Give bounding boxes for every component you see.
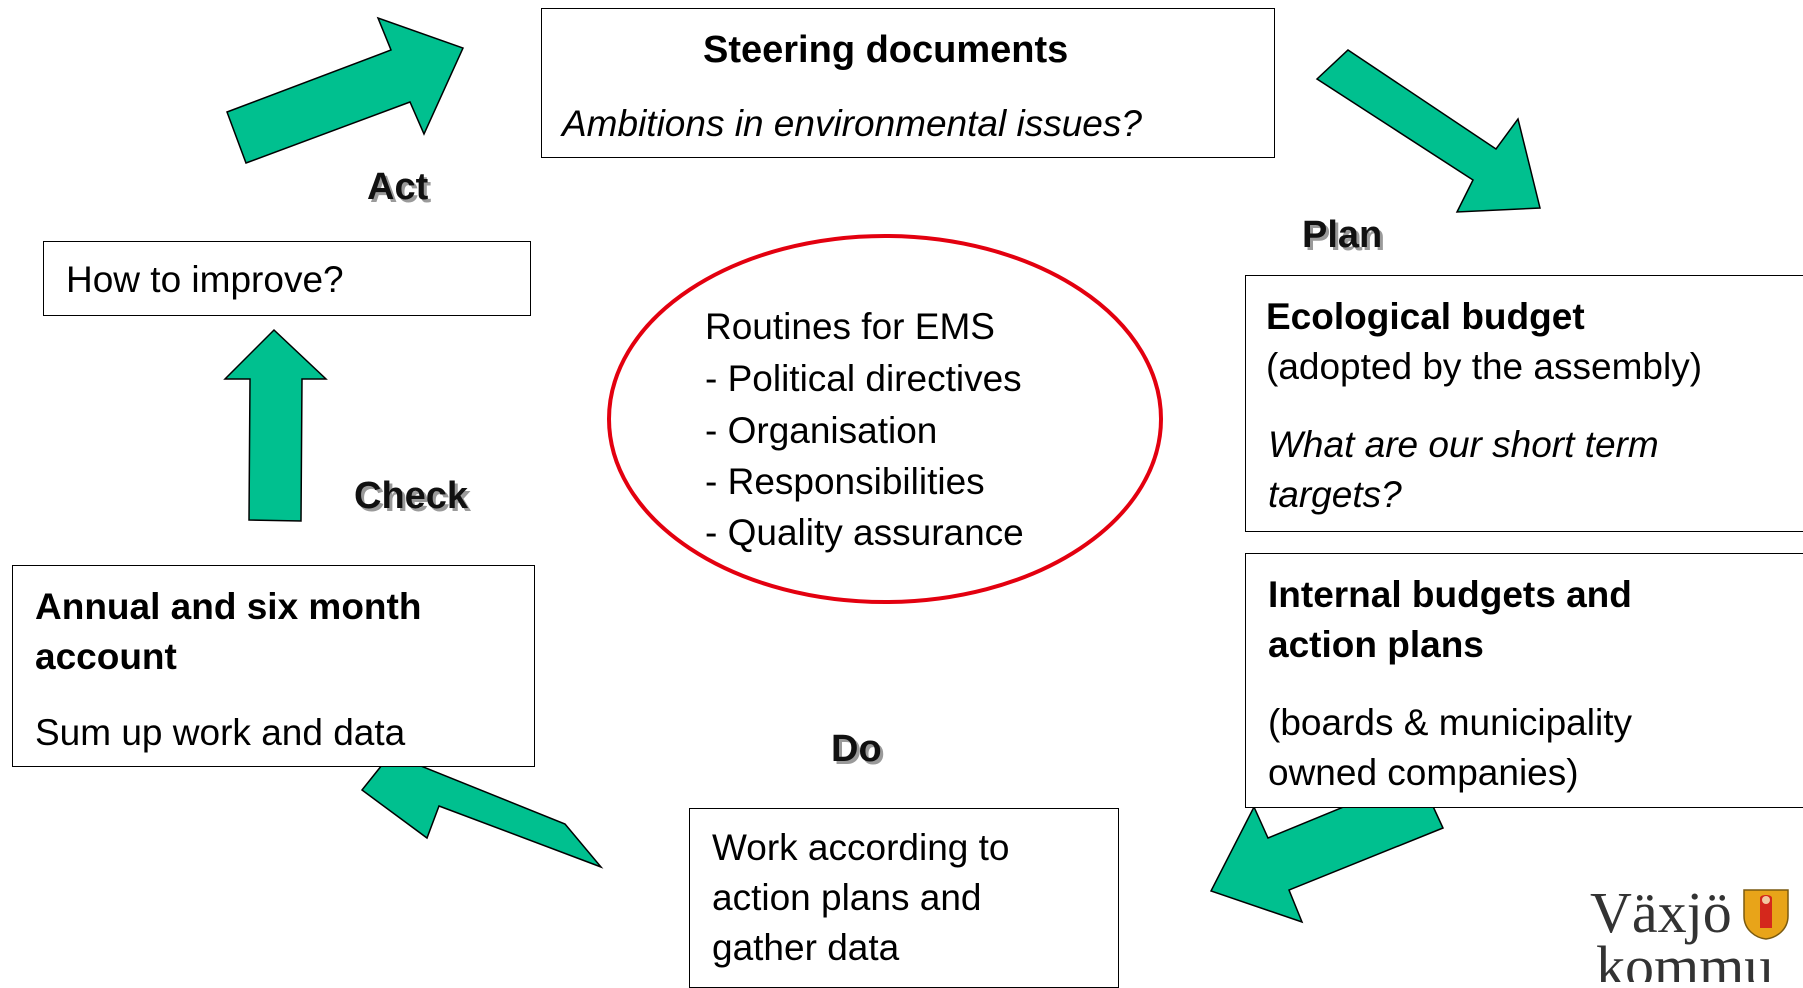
- phase-do-label: Do: [831, 728, 882, 770]
- center-title: Routines for EMS: [705, 306, 995, 347]
- phase-plan-label: Plan: [1302, 214, 1383, 256]
- steering-title: Steering documents: [703, 29, 1069, 71]
- ecological-title: Ecological budget: [1266, 296, 1585, 337]
- logo-line1: Växjö: [1590, 884, 1732, 945]
- ecological-budget-box: Ecological budget (adopted by the assemb…: [1245, 275, 1803, 532]
- center-item: - Political directives: [705, 358, 1022, 399]
- ecological-subtitle: (adopted by the assembly): [1266, 346, 1703, 387]
- phase-act-label: Act: [367, 166, 429, 208]
- annual-title-line1: Annual and six month: [35, 586, 422, 627]
- arrow-act-to-steering: [226, 16, 465, 164]
- annual-title-line2: account: [35, 636, 177, 677]
- annual-account-box: Annual and six month account Sum up work…: [12, 565, 535, 767]
- phase-check-label: Check: [354, 475, 469, 517]
- ellipse-shape: [607, 234, 1163, 604]
- center-item: - Responsibilities: [705, 461, 985, 502]
- work-line1: Work according to: [712, 827, 1010, 868]
- steering-documents-box: Steering documents Ambitions in environm…: [541, 8, 1275, 158]
- coat-of-arms-icon: [1743, 889, 1789, 940]
- center-item: - Quality assurance: [705, 512, 1024, 553]
- internal-title-line1: Internal budgets and: [1268, 574, 1632, 615]
- work-line3: gather data: [712, 927, 900, 968]
- annual-text: Sum up work and data: [35, 712, 406, 753]
- internal-budgets-box: Internal budgets and action plans (board…: [1245, 553, 1803, 808]
- improve-box: How to improve?: [43, 241, 531, 316]
- center-item: - Organisation: [705, 410, 938, 451]
- work-box: Work according to action plans and gathe…: [689, 808, 1119, 988]
- ecological-question-line2: targets?: [1268, 474, 1402, 515]
- arrow-annual-to-improve: [223, 328, 328, 522]
- ems-routines-ellipse: Routines for EMS - Political directives …: [605, 232, 1165, 607]
- internal-note-line2: owned companies): [1268, 752, 1579, 793]
- internal-title-line2: action plans: [1268, 624, 1484, 665]
- vaxjo-kommun-logo: Växjö kommu: [1590, 884, 1803, 982]
- steering-question: Ambitions in environmental issues?: [562, 103, 1142, 144]
- work-line2: action plans and: [712, 877, 982, 918]
- ecological-question-line1: What are our short term: [1268, 424, 1659, 465]
- improve-text: How to improve?: [66, 259, 344, 300]
- arrow-steering-to-plan: [1315, 49, 1541, 213]
- internal-note-line1: (boards & municipality: [1268, 702, 1632, 743]
- logo-line2: kommu: [1596, 934, 1774, 983]
